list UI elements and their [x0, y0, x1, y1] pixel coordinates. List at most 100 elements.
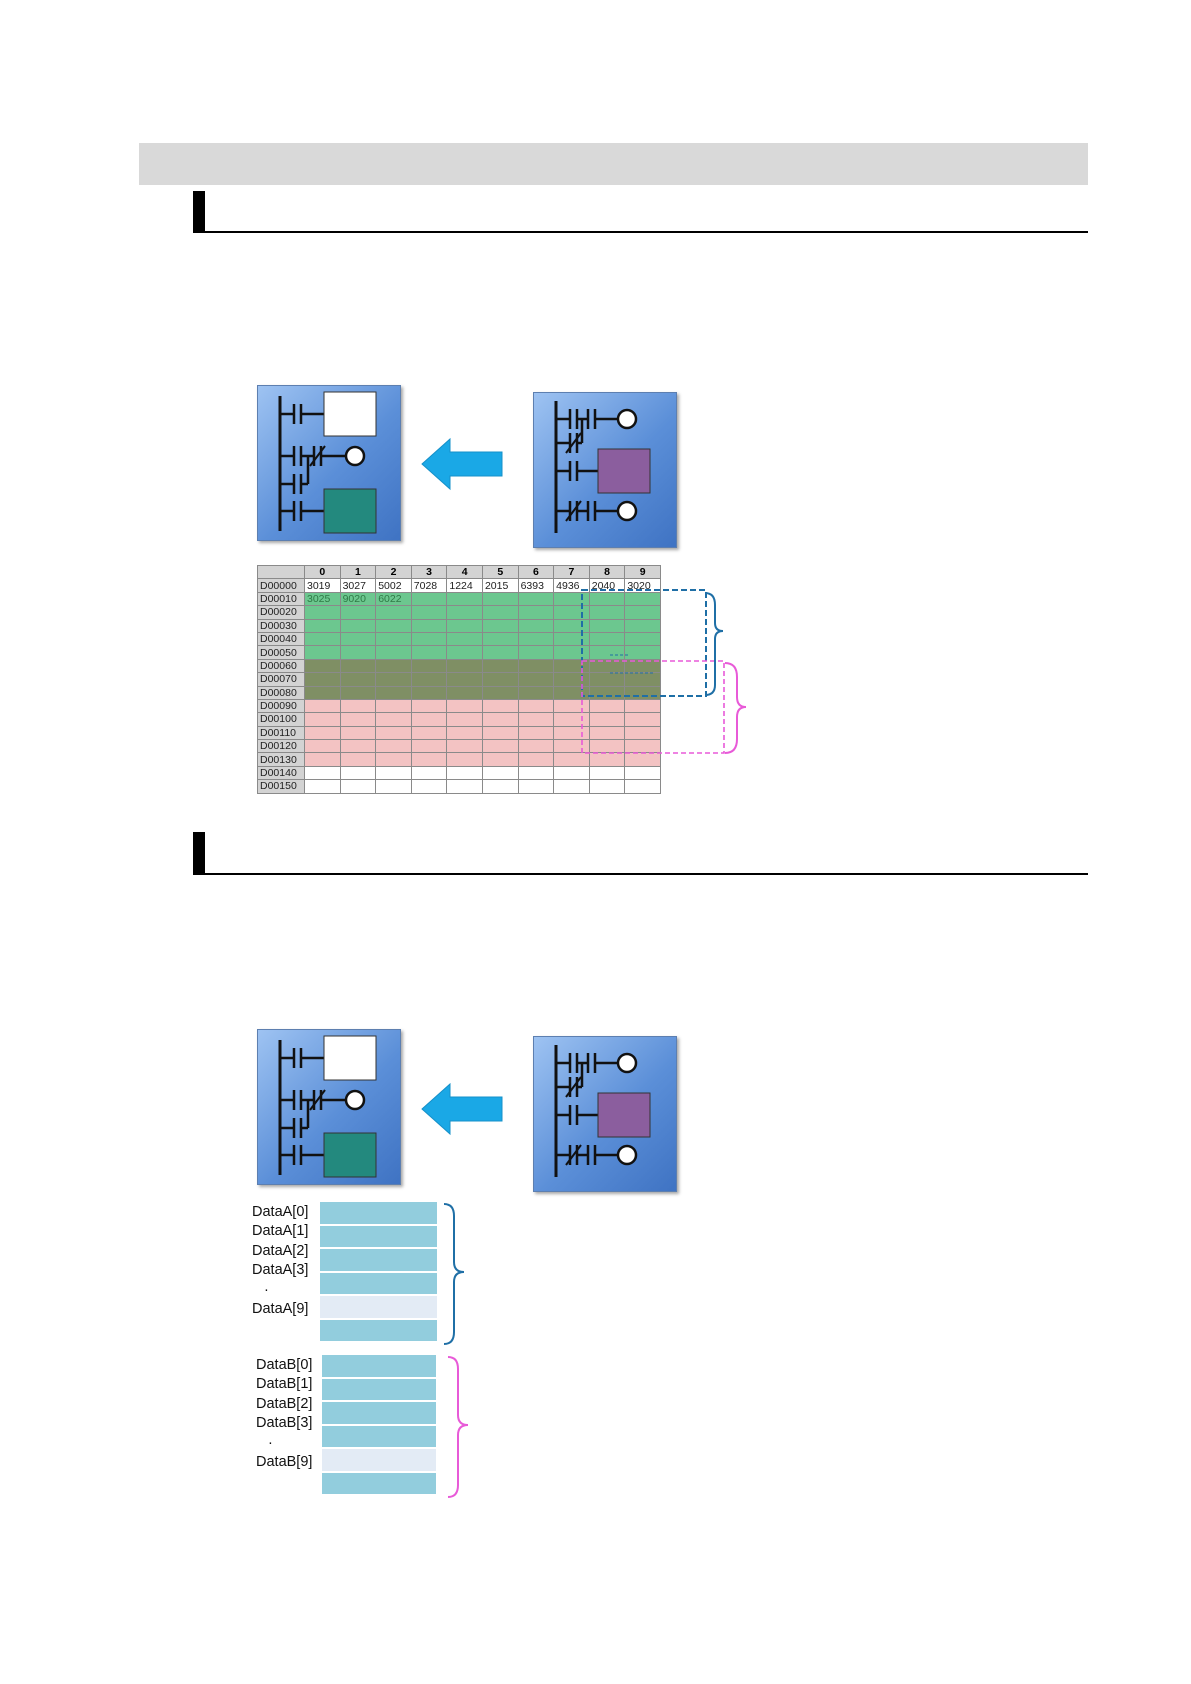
array-a-labels: DataA[0] DataA[1] DataA[2] DataA[3] · Da…: [252, 1203, 314, 1319]
memory-cell: [553, 725, 590, 741]
memory-cell: [517, 645, 555, 660]
col-header: 3: [410, 564, 448, 580]
memory-cell: [375, 779, 412, 794]
memory-cell: [304, 698, 341, 714]
array-b-label: DataB[1]: [256, 1376, 313, 1393]
array-b-cells: [322, 1355, 436, 1496]
memory-cell: [517, 725, 555, 741]
memory-cell: [588, 698, 626, 714]
row-address: D00100: [257, 712, 305, 727]
table-row: D00150: [257, 779, 661, 794]
row-address: D00000: [257, 578, 305, 593]
array-a-bracket: [443, 1203, 465, 1345]
memory-cell: [446, 672, 483, 687]
memory-cell: [517, 631, 555, 647]
array-a-label: DataA[0]: [252, 1204, 309, 1220]
memory-cell: [481, 672, 519, 687]
memory-cell: [304, 645, 341, 660]
memory-cell: [375, 685, 412, 700]
array-b-cell: [322, 1402, 436, 1426]
memory-cell: [339, 739, 377, 754]
memory-cell: [410, 591, 448, 607]
row-address: D00150: [257, 779, 305, 794]
table-row: D00120: [257, 739, 661, 754]
row-address: D00050: [257, 645, 305, 660]
memory-cell: [375, 618, 412, 633]
memory-cell: [517, 765, 555, 781]
memory-cell: [339, 658, 377, 674]
memory-cell: [339, 685, 377, 700]
memory-cell: [304, 618, 341, 633]
memory-cell: [481, 591, 519, 607]
memory-cell: [481, 658, 519, 674]
memory-cell: [553, 765, 590, 781]
memory-cell: [517, 739, 555, 754]
array-a-label: DataA[9]: [252, 1301, 309, 1318]
array-a-cells: [320, 1202, 437, 1343]
memory-cell: [304, 685, 341, 700]
memory-cell: [446, 631, 483, 647]
memory-cell: [375, 672, 412, 687]
memory-cell: [339, 672, 377, 687]
memory-cell: [481, 645, 519, 660]
memory-cell: [410, 712, 448, 727]
memory-cell: [481, 712, 519, 727]
memory-cell: [481, 725, 519, 741]
memory-cell: [339, 631, 377, 647]
memory-cell: [304, 779, 341, 794]
memory-cell: [339, 779, 377, 794]
plc-ladder-icon-left: [257, 385, 401, 541]
memory-cell: 2015: [481, 578, 519, 593]
col-header: 6: [517, 564, 555, 580]
array-b-labels: DataB[0] DataB[1] DataB[2] DataB[3] · Da…: [256, 1356, 318, 1472]
row-address: D00120: [257, 739, 305, 754]
memory-cell: [410, 739, 448, 754]
array-a-label: DataA[2]: [252, 1242, 309, 1259]
memory-cell: [481, 765, 519, 781]
memory-cell: [304, 631, 341, 647]
memory-cell: [588, 765, 626, 781]
memory-cell: [304, 672, 341, 687]
memory-cell: [624, 591, 661, 607]
row-address: D00070: [257, 672, 305, 687]
array-b-bracket: [447, 1356, 469, 1498]
array-a-label: DataA[3]: [252, 1262, 309, 1279]
memory-cell: [446, 618, 483, 633]
memory-cell: [304, 605, 341, 620]
array-b-label: DataB[3]: [256, 1415, 313, 1432]
section-1-rule: [193, 231, 1088, 233]
col-header: 2: [375, 564, 412, 580]
memory-cell: [553, 712, 590, 727]
memory-cell: [375, 725, 412, 741]
memory-cell: [517, 591, 555, 607]
memory-cell: [410, 605, 448, 620]
array-b-label: DataB[9]: [256, 1454, 313, 1471]
memory-cell: [446, 591, 483, 607]
memory-range-brackets: [581, 589, 747, 754]
memory-cell: [446, 725, 483, 741]
section-2-marker: [193, 832, 205, 874]
memory-cell: [517, 672, 555, 687]
memory-cell: [624, 645, 661, 660]
memory-cell: [624, 698, 661, 714]
section-1-marker: [193, 191, 205, 233]
memory-cell: [517, 685, 555, 700]
memory-cell: 2040: [588, 578, 626, 593]
memory-cell: [517, 658, 555, 674]
memory-cell: [304, 658, 341, 674]
array-a-ellipsis: ·: [264, 1281, 269, 1298]
row-address: D00040: [257, 631, 305, 647]
section-2-rule: [193, 873, 1088, 875]
memory-cell: 3019: [304, 578, 341, 593]
memory-cell: [410, 658, 448, 674]
table-row: D00070: [257, 672, 661, 687]
row-address: D00140: [257, 765, 305, 781]
array-b-cell: [322, 1449, 436, 1473]
row-address: D00110: [257, 725, 305, 741]
memory-cell: [553, 631, 590, 647]
memory-cell: [481, 752, 519, 767]
memory-cell: [339, 725, 377, 741]
memory-cell: [517, 618, 555, 633]
